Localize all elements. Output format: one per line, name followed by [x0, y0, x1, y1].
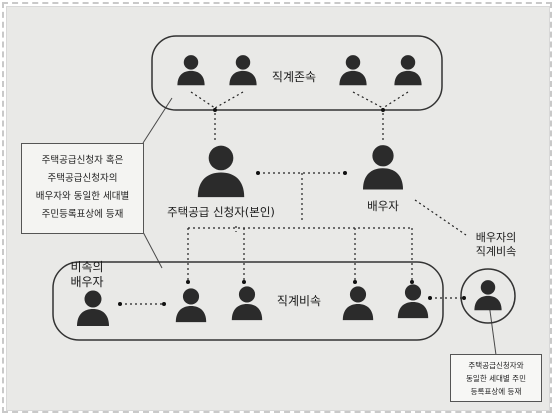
- household-register-note-left: 주택공급신청자 혹은 주택공급신청자의 배우자와 동일한 세대별 주민등록표상에…: [21, 143, 144, 234]
- spouse-descendant-label-2: 직계비속: [476, 245, 516, 258]
- descendant-spouse-label-1: 비속의: [70, 260, 103, 274]
- ascendant-person-2: [229, 55, 257, 86]
- descendant-person-2: [231, 286, 263, 321]
- descendant-person-1: [175, 288, 207, 323]
- note-left-line-1: 주택공급신청자 혹은: [41, 155, 124, 166]
- descendant-person-4: [397, 284, 429, 319]
- ascendants-label: 직계존속: [272, 70, 316, 84]
- spouse-person: [363, 145, 403, 190]
- spouse-descendant-person: [474, 280, 502, 311]
- note-left-line-4: 주민등록표상에 등재: [41, 209, 124, 220]
- note-right-line-1: 주택공급신청자와: [468, 361, 524, 370]
- applicant-person: [197, 145, 245, 198]
- note-right-line-3: 등록표상에 등재: [470, 387, 522, 396]
- applicant-label: 주택공급 신청자(본인): [167, 205, 275, 219]
- ascendant-person-4: [394, 55, 422, 86]
- ascendant-person-3: [339, 55, 367, 86]
- spouse-descendant-circle: [460, 268, 516, 324]
- household-register-note-right: 주택공급신청자와 동일한 세대별 주민 등록표상에 등재: [450, 354, 542, 402]
- descendant-person-3: [342, 286, 374, 321]
- descendants-label: 직계비속: [277, 294, 321, 308]
- note-left-line-3: 배우자와 동일한 세대별: [35, 191, 130, 202]
- spouse-descendant-label-1: 배우자의: [476, 231, 516, 244]
- dotted-connectors: [120, 91, 467, 305]
- ascendant-person-1: [177, 55, 205, 86]
- descendant-spouse-person: [77, 290, 109, 326]
- ascendants-group-box: [151, 35, 443, 111]
- spouse-label: 배우자: [367, 199, 399, 213]
- connector-dots: [118, 108, 466, 306]
- note-left-line-2: 주택공급신청자의: [47, 173, 118, 184]
- descendant-spouse-label-2: 배우자: [70, 275, 103, 289]
- note-right-line-2: 동일한 세대별 주민: [466, 374, 526, 383]
- descendants-group-box: [52, 261, 444, 341]
